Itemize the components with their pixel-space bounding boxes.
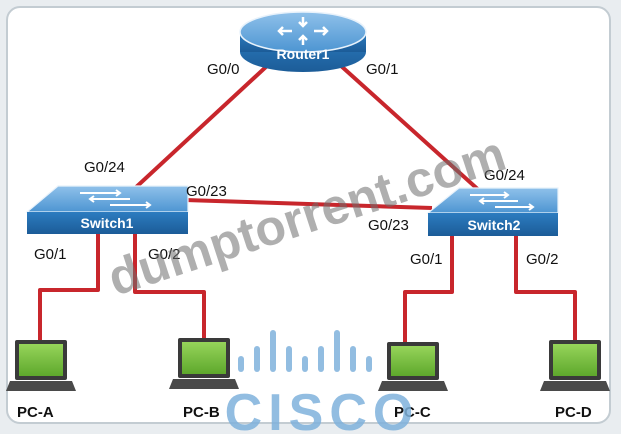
pc-d-icon[interactable] bbox=[540, 340, 610, 391]
port-label: G0/0 bbox=[207, 61, 240, 78]
cisco-logo bbox=[238, 330, 372, 372]
link-router-switch2 bbox=[338, 63, 484, 195]
pc-d-label: PC-D bbox=[555, 404, 592, 421]
link-switch1-pc-b bbox=[133, 234, 206, 338]
port-label: G0/23 bbox=[368, 217, 409, 234]
router-label: Router1 bbox=[277, 46, 330, 62]
cisco-wordmark: CISCO bbox=[225, 384, 420, 434]
port-label: G0/1 bbox=[34, 246, 67, 263]
link-switch1-switch2 bbox=[184, 198, 433, 210]
port-label: G0/24 bbox=[484, 167, 525, 184]
port-label: G0/1 bbox=[410, 251, 443, 268]
pc-c-icon[interactable] bbox=[378, 342, 448, 391]
port-label: G0/2 bbox=[148, 246, 181, 263]
link-switch2-pc-d bbox=[514, 236, 577, 340]
switch2-label: Switch2 bbox=[468, 217, 521, 233]
switch2-arrows-icon bbox=[470, 191, 535, 211]
port-label: G0/1 bbox=[366, 61, 399, 78]
pc-b-label: PC-B bbox=[183, 404, 220, 421]
port-label: G0/2 bbox=[526, 251, 559, 268]
switch1-arrows-icon bbox=[80, 189, 152, 209]
link-router-switch1 bbox=[131, 63, 270, 192]
router-icon[interactable]: Router1 bbox=[239, 11, 367, 72]
port-label: G0/24 bbox=[84, 159, 125, 176]
pc-a-label: PC-A bbox=[17, 404, 54, 421]
pc-c-label: PC-C bbox=[394, 404, 431, 421]
links bbox=[38, 63, 577, 342]
switch1-icon[interactable]: Switch1 bbox=[25, 185, 189, 234]
link-switch1-pc-a bbox=[38, 234, 100, 340]
switch2-icon[interactable]: Switch2 bbox=[426, 187, 559, 236]
port-label: G0/23 bbox=[186, 183, 227, 200]
pc-b-icon[interactable] bbox=[169, 338, 239, 389]
switch1-label: Switch1 bbox=[81, 215, 134, 231]
router-arrows-icon bbox=[277, 17, 329, 45]
pc-a-icon[interactable] bbox=[6, 340, 76, 391]
link-switch2-pc-c bbox=[403, 236, 454, 342]
